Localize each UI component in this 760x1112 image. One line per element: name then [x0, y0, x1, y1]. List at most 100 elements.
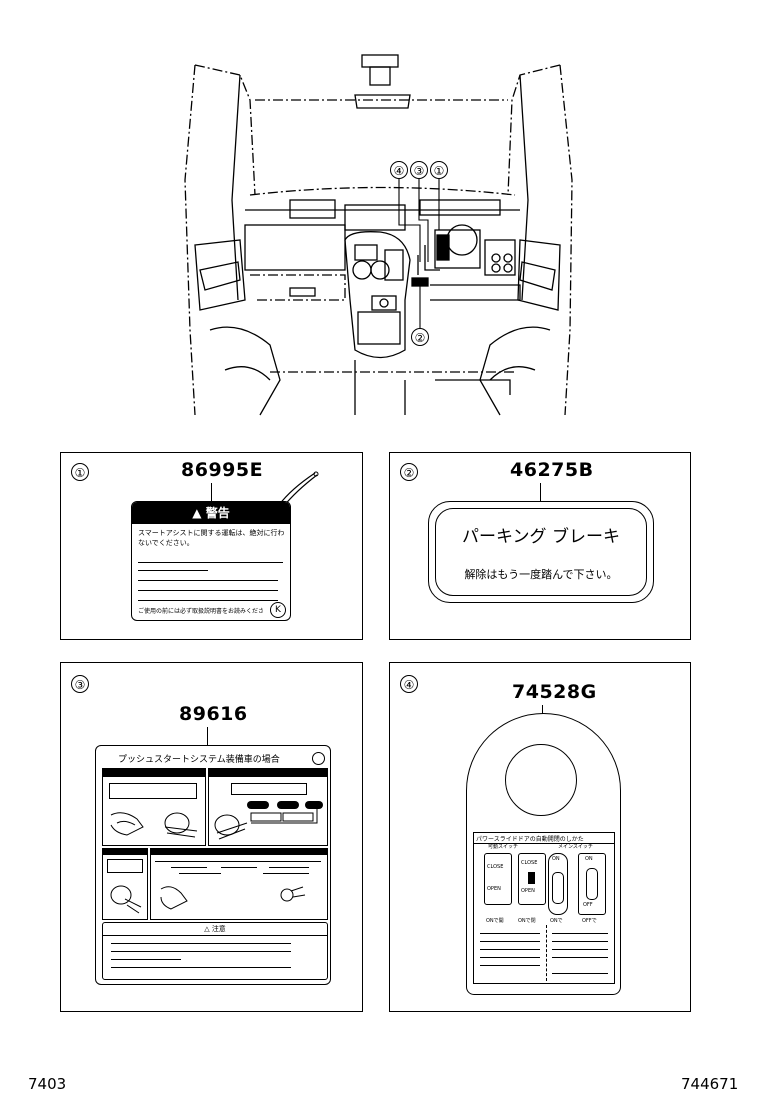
instruction-box-1 — [102, 768, 206, 846]
label-panel-3: ③ 89616 プッシュスタートシステム装備車の場合 — [60, 662, 363, 1012]
parking-brake-label: パーキング ブレーキ 解除はもう一度踏んで下さい。 — [428, 501, 654, 603]
right-switch-header: メインスイッチ — [558, 844, 593, 850]
label-line — [179, 873, 221, 874]
label-line — [138, 570, 208, 571]
box-2-header — [209, 769, 327, 777]
caution-header: △ 注意 — [103, 923, 327, 936]
label-line — [480, 957, 540, 958]
button-pill-3 — [305, 801, 323, 809]
box-2-display — [231, 783, 307, 795]
box-3-textbox — [107, 859, 143, 873]
warning-bottom-text: ご使用の前には必ず取扱説明書をお読みください — [138, 608, 263, 615]
label-line — [552, 957, 608, 958]
panel-2-part-number: 46275B — [510, 459, 594, 481]
switch-3-knob — [552, 872, 564, 904]
switch-1: CLOSE OPEN — [484, 853, 512, 905]
label-line — [480, 965, 540, 966]
hand-button-icon — [214, 809, 318, 840]
label-line — [138, 562, 283, 563]
tag-inner: パワースライドドアの自動開閉のしかた 可動スイッチ メインスイッチ CLOSE … — [473, 832, 615, 984]
button-pill-1 — [247, 801, 269, 809]
label-line — [480, 949, 540, 950]
panel-2-leader — [540, 483, 541, 501]
callout-1: ① — [430, 161, 448, 179]
warning-body-text: スマートアシストに関する運転は、絶対に行わないでください。 — [138, 529, 285, 547]
warning-label: ▲ 警告 スマートアシストに関する運転は、絶対に行わないでください。 ご使用の前… — [131, 501, 291, 621]
panel-3-leader — [207, 727, 208, 745]
push-start-label: プッシュスタートシステム装備車の場合 — [95, 745, 331, 985]
switch-1-bottom: OPEN — [487, 886, 501, 892]
switch-4-knob — [586, 868, 598, 900]
panel-1-part-number: 86995E — [181, 459, 264, 481]
callout-3: ③ — [410, 161, 428, 179]
label-line — [221, 867, 257, 868]
switch-4: ON OFF — [578, 853, 606, 915]
switch-4-bottom: OFF — [583, 902, 593, 908]
switch-4-top: ON — [585, 856, 593, 862]
label-line — [552, 933, 608, 934]
instruction-box-4 — [150, 848, 328, 920]
label-line — [552, 949, 608, 950]
key-turn-icon — [110, 885, 142, 914]
switch-3-top: ON — [552, 856, 560, 862]
box-1-header — [103, 769, 205, 777]
label-line — [138, 580, 278, 581]
caution-word: 注意 — [211, 925, 226, 933]
push-start-title: プッシュスタートシステム装備車の場合 — [118, 755, 280, 765]
switch-2-knob — [528, 872, 535, 884]
instruction-box-2 — [208, 768, 328, 846]
left-switch-header: 可動スイッチ — [488, 844, 519, 850]
vehicle-interior-drawing — [184, 54, 573, 416]
switch-2-top: CLOSE — [521, 860, 538, 866]
instruction-box-3 — [102, 848, 148, 920]
tag-hole — [505, 744, 577, 816]
parking-brake-inner — [435, 508, 647, 596]
label-line — [171, 867, 207, 868]
panel-3-index: ③ — [71, 675, 89, 693]
bottom-label-4: OFFで — [582, 918, 597, 924]
label-line — [111, 951, 291, 952]
button-pill-2 — [277, 801, 299, 809]
k-mark-icon: K — [270, 602, 286, 618]
panel-3-part-number: 89616 — [179, 703, 248, 725]
label-line — [111, 959, 181, 960]
panel-1-index: ① — [71, 463, 89, 481]
box-3-header — [103, 849, 147, 855]
label-panel-2: ② 46275B パーキング ブレーキ 解除はもう一度踏んで下さい。 — [389, 452, 691, 640]
switch-2: CLOSE OPEN — [518, 853, 546, 905]
label-panel-4: ④ 74528G パワースライドドアの自動開閉のしかた 可動スイッチ メインスイ… — [389, 662, 691, 1012]
warning-header: ▲ 警告 — [132, 502, 290, 524]
sliding-door-tag: パワースライドドアの自動開閉のしかた 可動スイッチ メインスイッチ CLOSE … — [466, 713, 621, 995]
footer-left-code: 7403 — [28, 1075, 67, 1093]
hand-icon — [160, 886, 306, 910]
callout-2: ② — [411, 328, 429, 346]
switch-3: ON — [548, 853, 568, 915]
push-start-circle-icon — [312, 752, 325, 765]
bottom-label-1: ONで開 — [486, 918, 504, 924]
warning-word: 警告 — [205, 506, 230, 520]
panel-2-index: ② — [400, 463, 418, 481]
label-line — [480, 933, 540, 934]
switch-2-bottom: OPEN — [521, 888, 535, 894]
label-line — [474, 843, 614, 844]
box-1-textbox — [109, 783, 197, 799]
box-4-header — [151, 849, 327, 855]
parking-brake-main-text: パーキング ブレーキ — [462, 527, 620, 547]
label-line — [111, 943, 291, 944]
label-line — [111, 967, 291, 968]
footer-right-code: 744671 — [681, 1075, 739, 1093]
label-line — [552, 941, 608, 942]
hand-press-icon — [110, 812, 198, 838]
panel-1-leader — [211, 483, 212, 501]
label-line — [480, 941, 540, 942]
label-line — [138, 590, 278, 591]
callout-4: ④ — [390, 161, 408, 179]
label-line — [269, 867, 309, 868]
label-line — [552, 973, 608, 974]
switch-1-top: CLOSE — [487, 864, 504, 870]
label-line — [155, 861, 321, 862]
panel-4-index: ④ — [400, 675, 418, 693]
bottom-label-2: ONで閉 — [518, 918, 536, 924]
caution-box: △ 注意 — [102, 922, 328, 980]
parking-brake-sub-text: 解除はもう一度踏んで下さい。 — [464, 568, 618, 581]
